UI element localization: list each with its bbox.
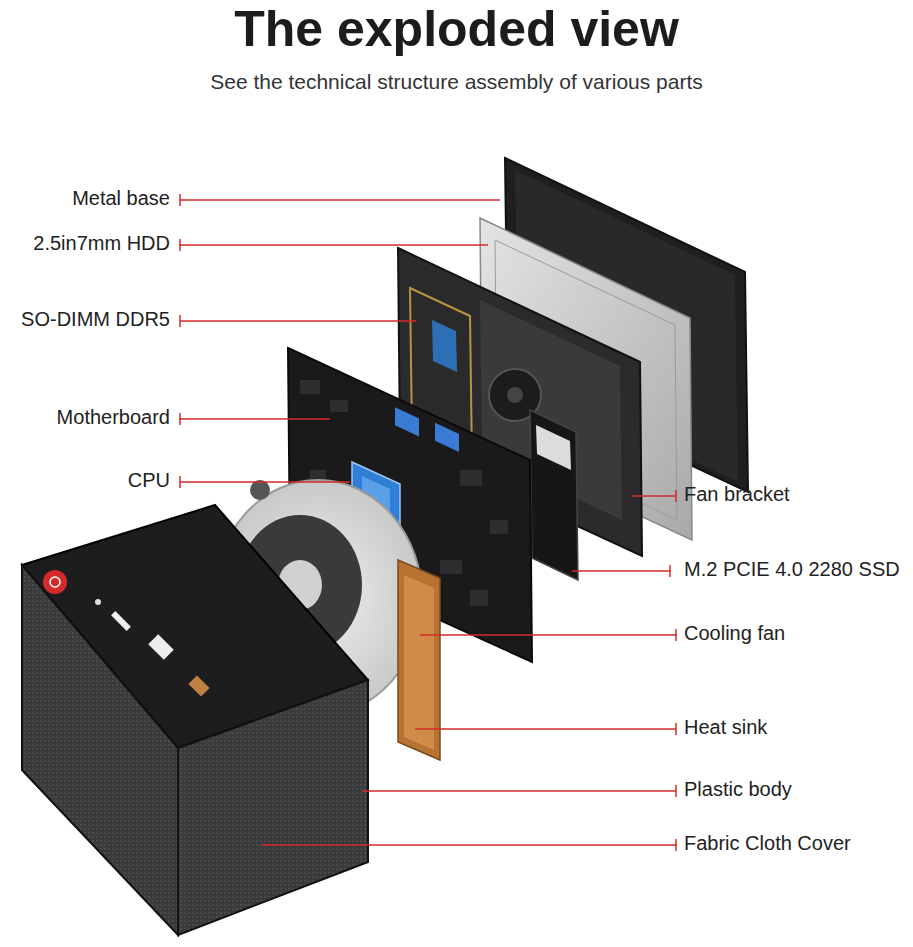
part-label: Motherboard [57, 405, 170, 429]
part-label: Metal base [72, 186, 170, 210]
part-label: SO-DIMM DDR5 [21, 307, 170, 331]
part-label: Plastic body [684, 777, 792, 801]
part-label: Fan bracket [684, 482, 790, 506]
title: The exploded view [0, 0, 913, 58]
part-label: M.2 PCIE 4.0 2280 SSD [684, 557, 900, 581]
part-label: Heat sink [684, 715, 767, 739]
part-label: 2.5in7mm HDD [33, 231, 170, 255]
part-label: Cooling fan [684, 621, 785, 645]
part-label: CPU [128, 468, 170, 492]
subtitle: See the technical structure assembly of … [210, 70, 703, 94]
part-label: Fabric Cloth Cover [684, 831, 851, 855]
